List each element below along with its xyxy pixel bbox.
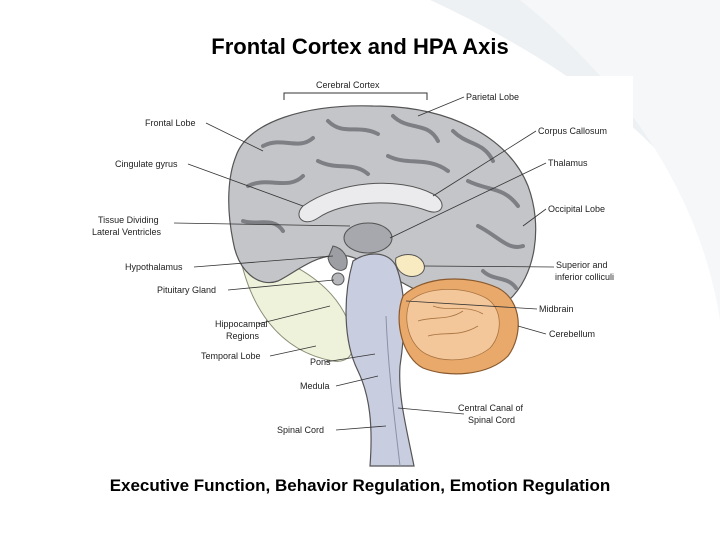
hypothalamus-region bbox=[327, 245, 348, 271]
label-lateral-ventricles: Lateral Ventricles bbox=[92, 227, 162, 237]
label-pons: Pons bbox=[310, 357, 331, 367]
diagram-labels: Cerebral Cortex Frontal Lobe Cingulate g… bbox=[92, 80, 614, 435]
label-medula: Medula bbox=[300, 381, 330, 391]
label-spinal-cord: Spinal Cord bbox=[277, 425, 324, 435]
brainstem-region bbox=[345, 253, 415, 467]
label-corpus-callosum: Corpus Callosum bbox=[538, 126, 607, 136]
leader-lines bbox=[173, 96, 555, 431]
colliculi-region bbox=[395, 254, 425, 277]
corpus-callosum-region bbox=[298, 182, 443, 223]
label-central-canal-spinal-cord: Spinal Cord bbox=[468, 415, 515, 425]
slide-title: Frontal Cortex and HPA Axis bbox=[211, 34, 509, 59]
central-canal-line bbox=[385, 315, 401, 467]
brain-diagram: Cerebral Cortex Frontal Lobe Cingulate g… bbox=[88, 76, 633, 470]
label-hypothalamus: Hypothalamus bbox=[125, 262, 183, 272]
cerebellum-branches bbox=[417, 305, 484, 337]
label-inferior-colliculi: inferior colliculi bbox=[555, 272, 614, 282]
label-regions: Regions bbox=[226, 331, 260, 341]
label-temporal-lobe: Temporal Lobe bbox=[201, 351, 261, 361]
label-frontal-lobe: Frontal Lobe bbox=[145, 118, 196, 128]
label-parietal-lobe: Parietal Lobe bbox=[466, 92, 519, 102]
cerebral-cortex-bracket bbox=[283, 92, 428, 100]
pituitary-region bbox=[331, 272, 345, 286]
label-cerebellum: Cerebellum bbox=[549, 329, 595, 339]
label-occipital-lobe: Occipital Lobe bbox=[548, 204, 605, 214]
label-superior-and: Superior and bbox=[556, 260, 608, 270]
label-cerebral-cortex: Cerebral Cortex bbox=[316, 80, 380, 90]
label-midbrain: Midbrain bbox=[539, 304, 574, 314]
slide-caption: Executive Function, Behavior Regulation,… bbox=[109, 476, 611, 495]
label-thalamus: Thalamus bbox=[548, 158, 588, 168]
label-hippocampal: Hippocampal bbox=[215, 319, 268, 329]
label-pituitary-gland: Pituitary Gland bbox=[157, 285, 216, 295]
thalamus-region bbox=[343, 222, 393, 254]
label-cingulate-gyrus: Cingulate gyrus bbox=[115, 159, 178, 169]
brain-diagram-svg: Cerebral Cortex Frontal Lobe Cingulate g… bbox=[92, 80, 614, 467]
label-central-canal: Central Canal of bbox=[458, 403, 524, 413]
cerebellum-inner bbox=[406, 288, 500, 361]
gyri-lines bbox=[241, 114, 525, 290]
label-tissue-dividing: Tissue Dividing bbox=[98, 215, 159, 225]
